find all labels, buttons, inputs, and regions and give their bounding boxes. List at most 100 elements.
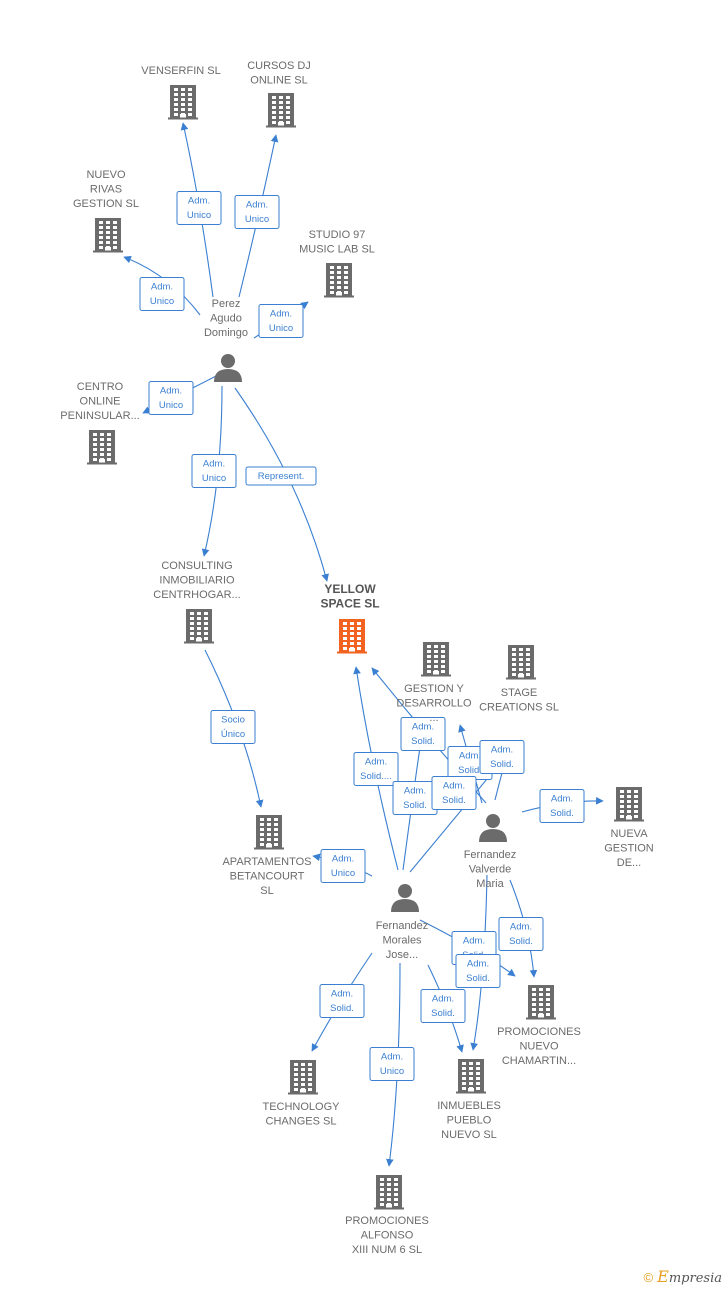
node-label-line: PROMOCIONES: [345, 1215, 429, 1227]
edge-label-perez-to-cursos[interactable]: Adm.Unico: [234, 195, 280, 229]
node-label-line: SL: [260, 885, 273, 897]
building-icon: [506, 645, 536, 680]
node-label-line: CREATIONS SL: [479, 702, 559, 714]
building-icon: [184, 609, 214, 644]
edge-label-box: [400, 717, 446, 751]
edge-label-text: Adm.: [188, 196, 210, 207]
node-label-line: NUEVA: [610, 828, 648, 840]
node-gestion[interactable]: GESTION YDESARROLLO...: [396, 642, 472, 724]
node-label-line: RIVAS: [90, 184, 122, 196]
building-icon: [87, 430, 117, 465]
node-prom_alfonso[interactable]: PROMOCIONES ALFONSO XIII NUM 6 SL: [345, 1175, 429, 1256]
edge-label-fvm-to-inmuebles[interactable]: Adm.Solid.: [455, 954, 501, 988]
edge-label-text: Único: [221, 729, 245, 740]
edge-label-text: Unico: [159, 400, 183, 411]
edge-label-fmj-to-prom_alfonso[interactable]: Adm.Unico: [369, 1047, 415, 1081]
edge-label-fvm-to-nueva_gestion[interactable]: Adm.Solid.: [539, 789, 585, 823]
edge-label-fmj-to-gestion[interactable]: Adm.Solid.: [400, 717, 446, 751]
edge-label-fvm-to-prom_chamartin[interactable]: Adm.Solid.: [498, 917, 544, 951]
edge-label-perez-to-venserfin[interactable]: Adm. Unico: [176, 191, 222, 225]
edge-label-box: [148, 381, 194, 415]
node-label-line: CONSULTING: [161, 560, 232, 572]
person-icon: [479, 814, 507, 842]
building-icon: [526, 985, 556, 1020]
node-label-line: DESARROLLO: [396, 698, 472, 710]
node-nueva_gestion[interactable]: NUEVAGESTIONDE...: [604, 787, 654, 869]
edge-label-fmj-to-inmuebles[interactable]: Adm.Solid.: [420, 989, 466, 1023]
edge-label-text: Adm.: [381, 1052, 403, 1063]
node-label-line: Fernandez: [376, 920, 429, 932]
building-icon: [93, 218, 123, 253]
node-label-line: ALFONSO: [361, 1230, 414, 1242]
edge-label-text: Adm.: [412, 722, 434, 733]
node-label-line: Perez: [212, 298, 241, 310]
edge-label-fmj-to-apartamentos[interactable]: Adm.Unico: [320, 849, 366, 883]
node-label-line: YELLOW: [324, 582, 376, 596]
node-venserfin[interactable]: VENSERFIN SL: [141, 65, 221, 120]
edge-label-text: Solid.: [550, 808, 574, 819]
edge-label-box: [320, 849, 366, 883]
edge-label-box: [455, 954, 501, 988]
edge-label-fvm-to-gestion[interactable]: Adm. Solid.: [431, 776, 477, 810]
edge-label-text: Adm.: [331, 989, 353, 1000]
node-label-line: GESTION SL: [73, 198, 139, 210]
edge-label-text: Adm.: [270, 309, 292, 320]
node-fmj[interactable]: FernandezMoralesJose...: [376, 884, 429, 961]
node-label-line: PUEBLO: [447, 1115, 492, 1127]
edge-label-fvm-to-yellow[interactable]: Adm.Solid.: [392, 781, 438, 815]
edge-label-text: Solid.: [458, 765, 482, 776]
edge-label-perez-to-yellow[interactable]: Represent.: [245, 466, 317, 486]
edge-label-perez-to-centro[interactable]: Adm.Unico: [148, 381, 194, 415]
edge-label-fvm-to-stage[interactable]: Adm.Solid.: [479, 740, 525, 774]
edge-label-text: Solid.: [403, 800, 427, 811]
edge-label-text: Unico: [331, 868, 355, 879]
brand-initial: E: [657, 1267, 669, 1286]
edge-label-fmj-to-yellow[interactable]: Adm.Solid....: [353, 752, 399, 786]
edge-label-box: [431, 776, 477, 810]
node-label-line: ONLINE SL: [250, 75, 307, 87]
node-label-line: MUSIC LAB SL: [299, 244, 375, 256]
node-prom_chamartin[interactable]: PROMOCIONESNUEVOCHAMARTIN...: [497, 985, 581, 1067]
node-consulting[interactable]: CONSULTINGINMOBILIARIOCENTRHOGAR...: [153, 560, 241, 644]
node-label-line: TECHNOLOGY: [262, 1101, 340, 1113]
node-label-line: ONLINE: [80, 396, 121, 408]
edge-label-text: Adm.: [510, 922, 532, 933]
edge-label-text: Adm.: [443, 781, 465, 792]
edge-label-fmj-to-technology[interactable]: Adm.Solid.: [319, 984, 365, 1018]
node-label-line: PENINSULAR...: [60, 410, 139, 422]
building-icon: [337, 619, 367, 654]
building-icon: [421, 642, 451, 677]
edge-label-text: Unico: [187, 210, 211, 221]
node-label-line: ...: [429, 712, 438, 724]
building-icon: [168, 85, 198, 120]
edge-label-box: [234, 195, 280, 229]
edge-label-text: Solid....: [360, 771, 392, 782]
node-label-line: Valverde: [469, 864, 512, 876]
building-icon: [614, 787, 644, 822]
edge-label-perez-to-nuevo_rivas[interactable]: Adm.Unico: [139, 277, 185, 311]
node-label-line: Morales: [382, 935, 422, 947]
edge-label-text: Solid.: [442, 795, 466, 806]
node-label-line: GESTION: [604, 843, 654, 855]
node-label-line: XIII NUM 6 SL: [352, 1244, 422, 1256]
edge-label-perez-to-studio97[interactable]: Adm. Unico: [258, 304, 304, 338]
edge-label-text: Unico: [202, 473, 226, 484]
node-label-line: PROMOCIONES: [497, 1026, 581, 1038]
node-label-line: Jose...: [386, 949, 418, 961]
node-centro[interactable]: CENTROONLINEPENINSULAR...: [60, 381, 140, 465]
edge-label-perez-to-consulting[interactable]: Adm.Unico: [191, 454, 237, 488]
edge-label-text: Unico: [269, 323, 293, 334]
person-icon: [391, 884, 419, 912]
